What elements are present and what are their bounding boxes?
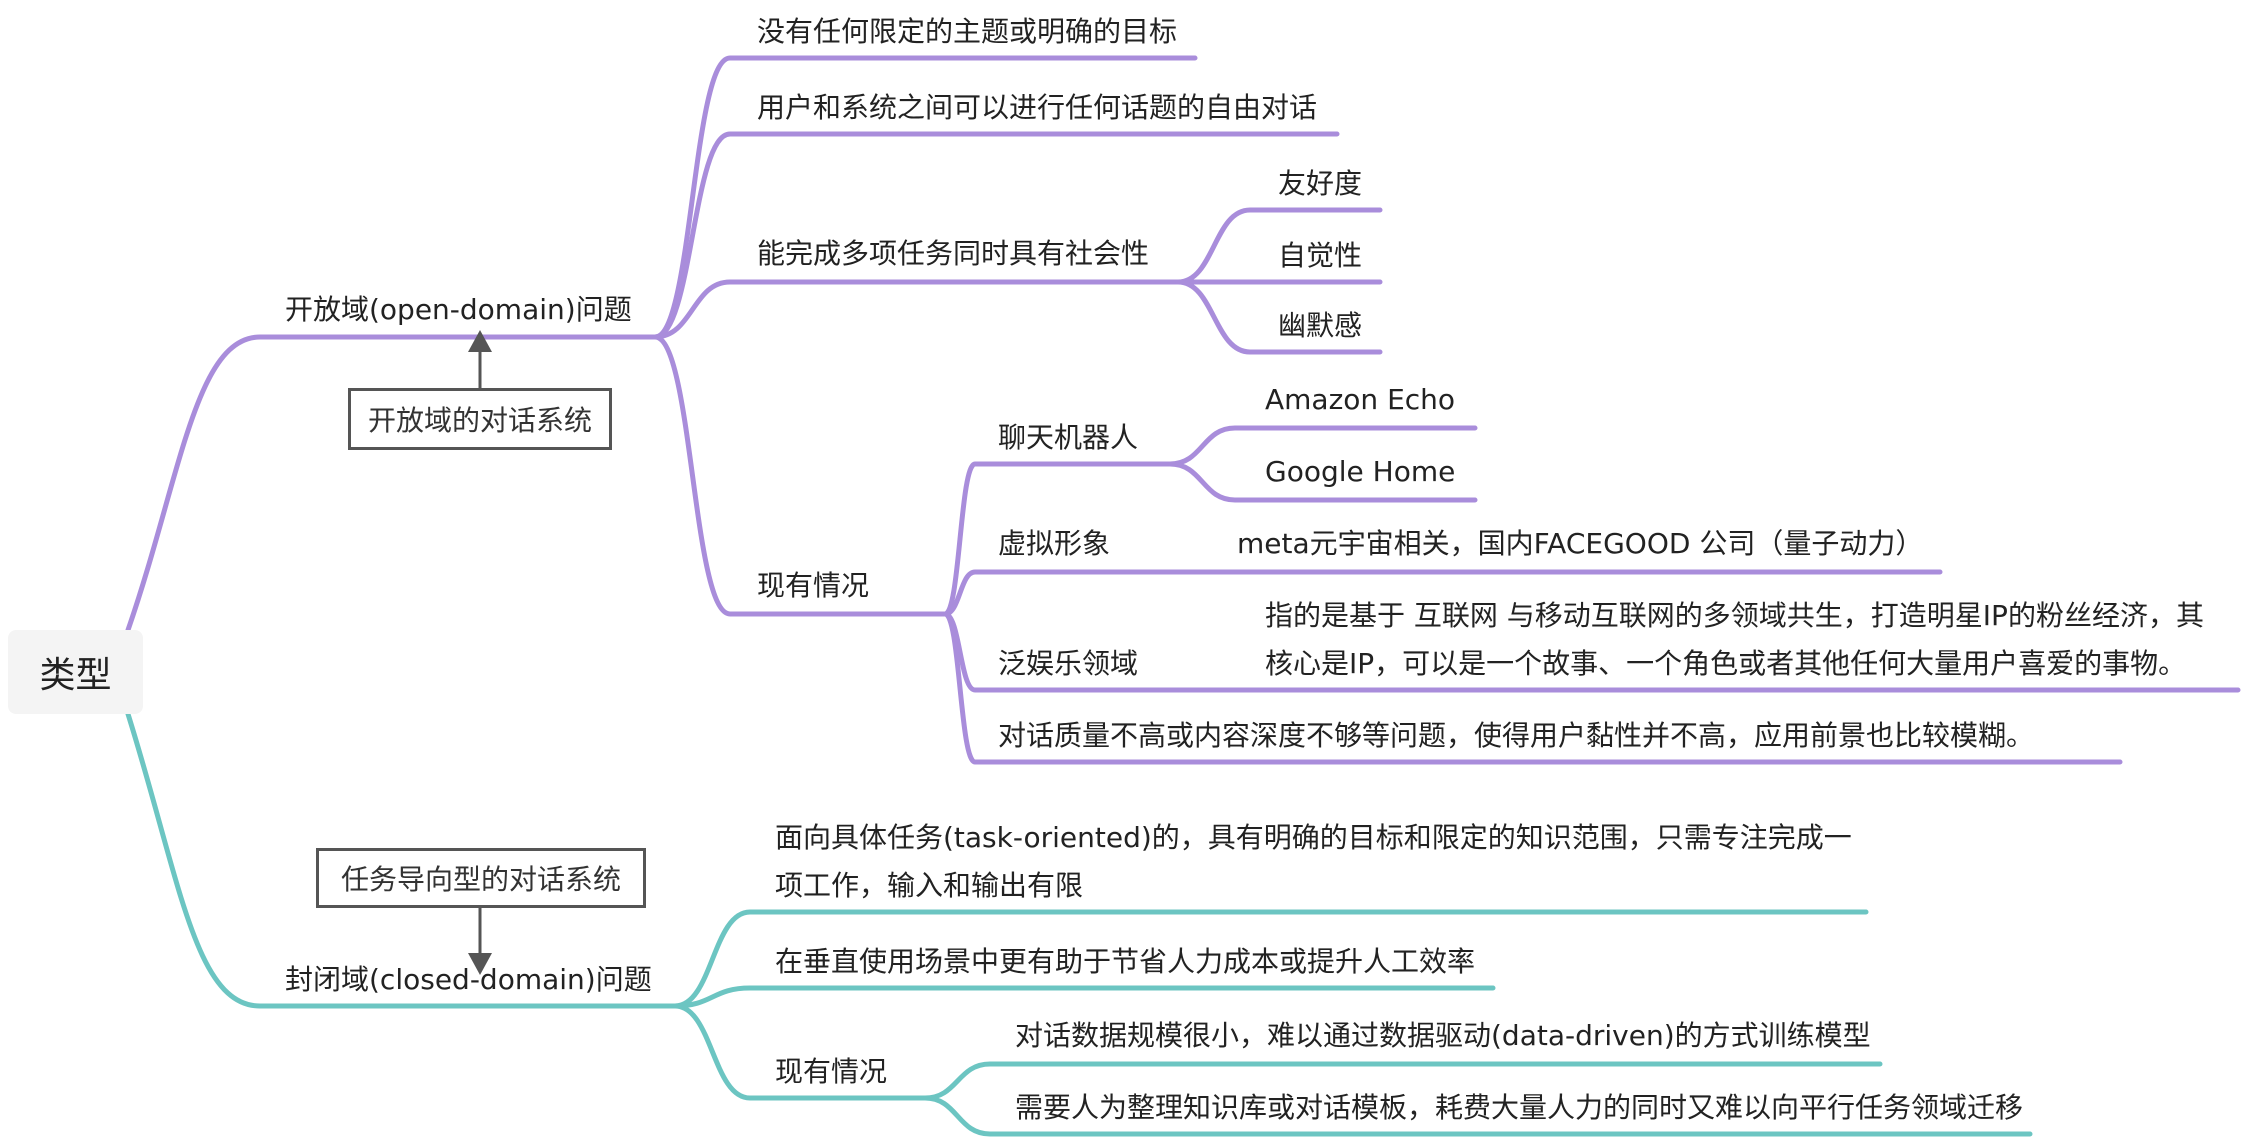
connector-closed-item-2	[672, 985, 1496, 1009]
closed-status-child-2[interactable]: 需要人为整理知识库或对话模板，耗费大量人力的同时又难以向平行任务领域迁移	[1015, 1091, 2024, 1124]
closed-item-1-line-1[interactable]: 面向具体任务(task-oriented)的，具有明确的目标和限定的知识范围，只…	[775, 821, 1852, 854]
connector-closed-status-child-1	[922, 1061, 1883, 1101]
connector-chatbot-child-1	[1167, 425, 1478, 467]
open-item-3-child-2[interactable]: 自觉性	[1278, 239, 1363, 272]
root-to-open-connector	[125, 334, 658, 633]
closed-item-2[interactable]: 在垂直使用场景中更有助于节省人力成本或提升人工效率	[775, 945, 1476, 978]
chatbot-child-2[interactable]: Google Home	[1265, 455, 1456, 488]
quality-node[interactable]: 对话质量不高或内容深度不够等问题，使得用户黏性并不高，应用前景也比较模糊。	[998, 719, 2035, 752]
connector-open-status	[652, 334, 948, 617]
open-item-3[interactable]: 能完成多项任务同时具有社会性	[757, 237, 1150, 270]
open-domain-node[interactable]: 开放域(open-domain)问题	[285, 293, 632, 326]
open-callout-arrow-head	[468, 330, 492, 352]
connector-chatbot	[942, 461, 1173, 617]
connector-chatbot-child-2	[1167, 461, 1478, 503]
virtual-node[interactable]: 虚拟形象	[998, 527, 1111, 560]
closed-item-1-line-2[interactable]: 项工作，输入和输出有限	[775, 869, 1084, 902]
open-item-3-child-1[interactable]: 友好度	[1278, 167, 1363, 200]
root-to-closed-connector	[125, 711, 678, 1009]
open-item-2[interactable]: 用户和系统之间可以进行任何话题的自由对话	[757, 91, 1318, 124]
open-status-node[interactable]: 现有情况	[757, 569, 870, 602]
closed-domain-node[interactable]: 封闭域(closed-domain)问题	[285, 963, 652, 996]
connector-closed-status-child-2	[922, 1095, 2033, 1137]
open-domain-callout[interactable]: 开放域的对话系统	[348, 388, 612, 450]
connector-quality	[942, 611, 2123, 765]
connector-virtual	[942, 569, 1943, 617]
closed-domain-callout[interactable]: 任务导向型的对话系统	[316, 848, 646, 908]
chatbot-node[interactable]: 聊天机器人	[998, 421, 1139, 454]
closed-callout-arrow-head	[468, 953, 492, 975]
connector-closed-status	[672, 1003, 928, 1101]
entertainment-child-line-2[interactable]: 核心是IP，可以是一个故事、一个角色或者其他任何大量用户喜爱的事物。	[1265, 647, 2187, 680]
entertainment-child-line-1[interactable]: 指的是基于 互联网 与移动互联网的多领域共生，打造明星IP的粉丝经济，其	[1265, 599, 2204, 632]
connector-open-item-3	[652, 279, 1181, 340]
connector-item3-child-3	[1175, 279, 1383, 355]
closed-status-child-1[interactable]: 对话数据规模很小，难以通过数据驱动(data-driven)的方式训练模型	[1015, 1019, 1871, 1052]
open-item-3-child-3[interactable]: 幽默感	[1278, 309, 1363, 342]
closed-status-node[interactable]: 现有情况	[775, 1055, 888, 1088]
virtual-child[interactable]: meta元宇宙相关，国内FACEGOOD 公司（量子动力）	[1237, 527, 1924, 560]
root-node[interactable]: 类型	[8, 630, 143, 714]
connector-open-item-2	[652, 131, 1340, 340]
entertainment-node[interactable]: 泛娱乐领域	[998, 647, 1139, 680]
open-item-1[interactable]: 没有任何限定的主题或明确的目标	[757, 15, 1178, 48]
connector-item3-child-1	[1175, 207, 1383, 285]
chatbot-child-1[interactable]: Amazon Echo	[1265, 383, 1456, 416]
connector-closed-item-1	[672, 909, 1869, 1009]
